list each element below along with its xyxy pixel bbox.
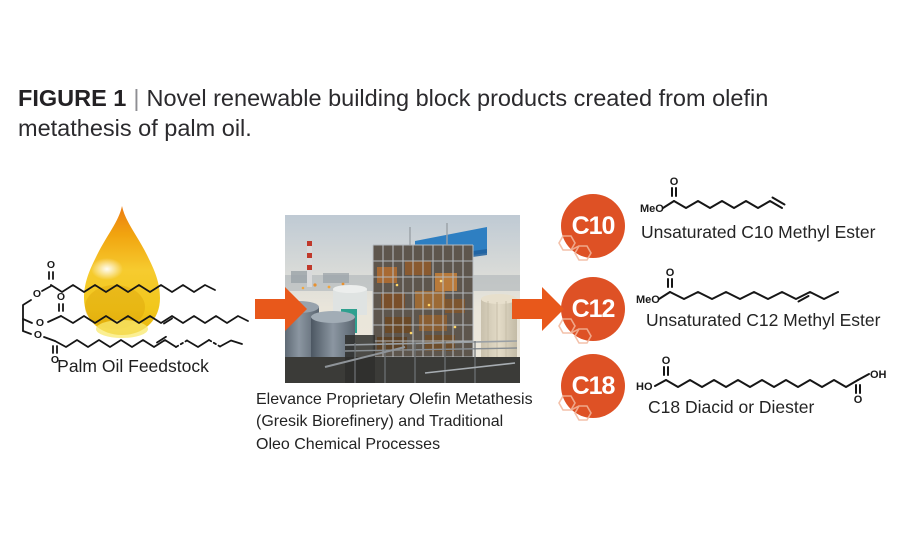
molecule-watermark-icon [558,235,592,261]
caption-line-3: Oleo Chemical Processes [256,435,441,453]
product-label-c18: C18 Diacid or Diester [648,397,815,417]
palm-oil-feedstock-label: Palm Oil Feedstock [57,356,209,376]
caption-line-1: Elevance Proprietary Olefin Metathesis [256,391,533,408]
atom-label-o: O [34,329,42,341]
c18-structure-graphic: HO O O OH [636,355,887,406]
process-arrow-right-icon [512,287,564,331]
title-text: Novel renewable building block products … [18,85,769,141]
atom-label-ho: HO [636,381,653,393]
molecule-watermark-icon [558,318,592,344]
atom-label-o: O [670,176,679,188]
atom-label-o: O [36,317,44,329]
photo-chimney [307,241,312,287]
oil-droplet [84,206,160,338]
photo-right-tank [481,294,517,367]
badge-label: C18 [571,371,616,400]
triglyceride-structure: O O O O O O [22,259,249,366]
photo-process-tower [372,223,474,358]
atom-label-o: O [47,259,55,271]
atom-label-o: O [33,288,41,300]
product-badge-c10: C10 [558,194,625,261]
biorefinery-photo [285,215,520,383]
atom-label-oh: OH [870,369,887,381]
atom-label-meo: MeO [640,203,664,215]
atom-label-o: O [57,291,65,303]
product-badge-c12: C12 [558,277,625,344]
atom-label-o: O [854,394,863,406]
caption-line-2: (Gresik Biorefinery) and Traditional [256,413,504,431]
figure-label: FIGURE 1 [18,85,127,111]
title-separator: | [133,85,140,111]
figure-title: FIGURE 1|Novel renewable building block … [18,84,882,143]
atom-label-meo: MeO [636,294,660,306]
atom-label-o: O [662,355,671,367]
badge-label: C10 [571,211,616,240]
product-label-c12: Unsaturated C12 Methyl Ester [646,310,881,330]
c10-structure-graphic: MeO O [640,176,786,215]
photo-pipes [285,335,520,383]
molecule-watermark-icon [558,395,592,421]
palm-oil-structure-graphic: O O O O O O [22,206,249,366]
c12-structure-graphic: MeO O [636,267,839,306]
atom-label-o: O [666,267,675,279]
product-label-c10: Unsaturated C10 Methyl Ester [641,222,876,242]
product-badge-c18: C18 [558,354,625,421]
atom-label-o: O [51,354,59,366]
process-arrow-right-icon [255,287,307,331]
badge-label: C12 [571,294,616,323]
process-caption: Elevance Proprietary Olefin Metathesis (… [256,389,571,456]
